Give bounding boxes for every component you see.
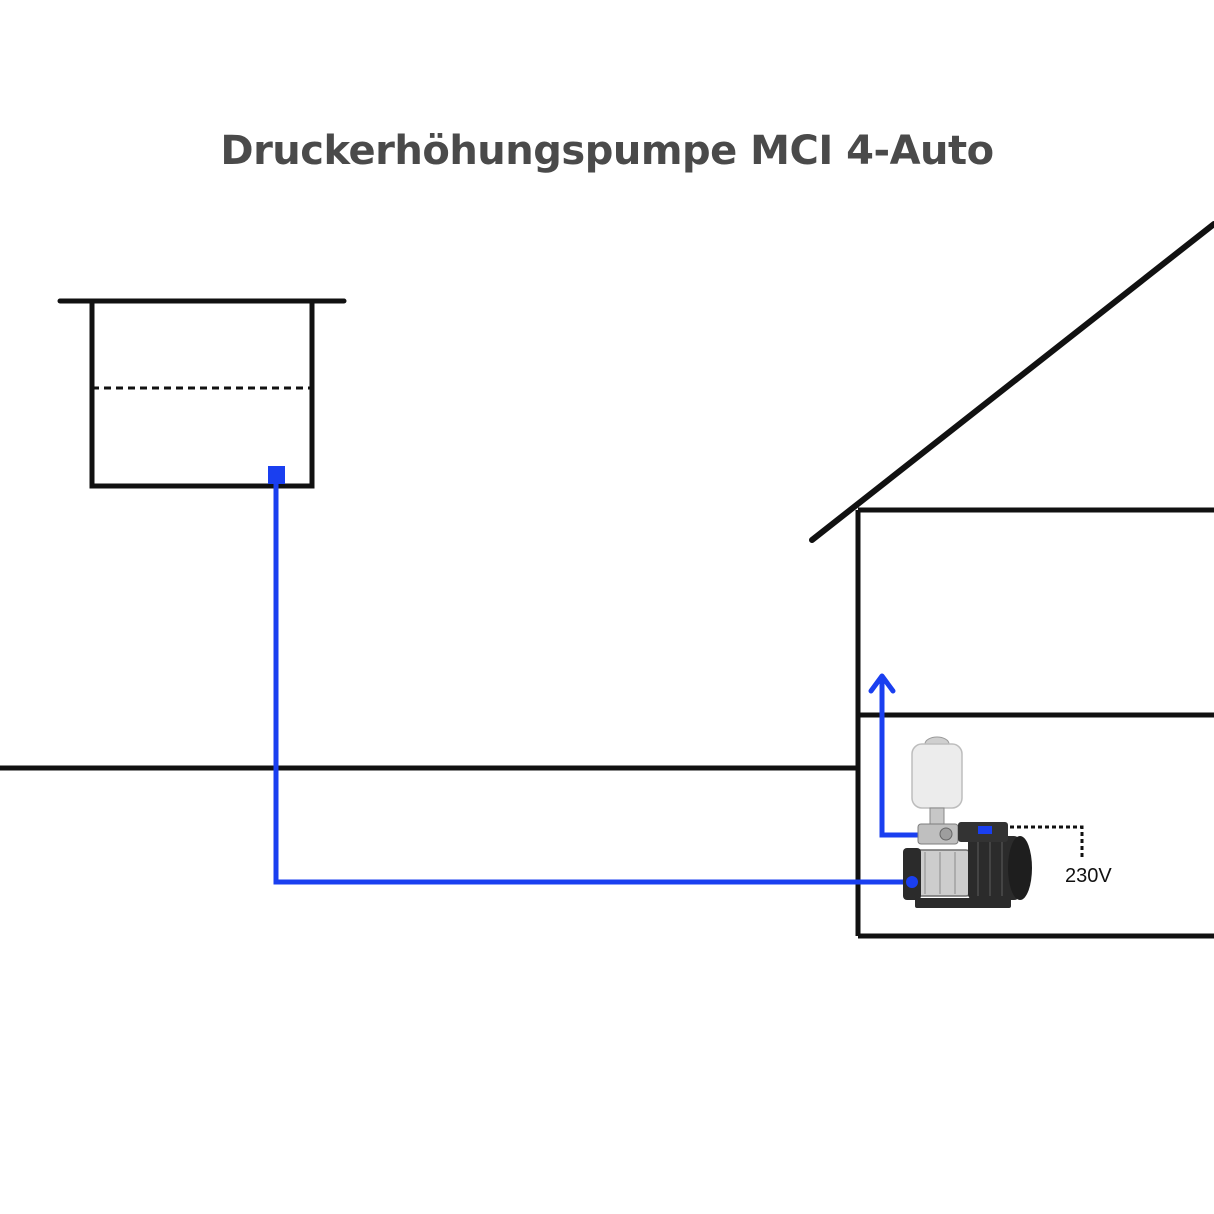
- power-cable: [1010, 825, 1084, 858]
- power-label: 230V: [1065, 865, 1112, 887]
- water-tank: [57, 298, 347, 489]
- arrow-up-icon: [868, 673, 896, 694]
- pipe-inlet: [268, 466, 285, 484]
- booster-pump-icon: [903, 736, 1032, 908]
- discharge-pipe: [868, 673, 925, 838]
- page-title: Druckerhöhungspumpe MCI 4-Auto: [220, 128, 994, 174]
- house: [809, 221, 1214, 939]
- roof-line: [809, 221, 1214, 543]
- suction-pipe: [268, 466, 912, 885]
